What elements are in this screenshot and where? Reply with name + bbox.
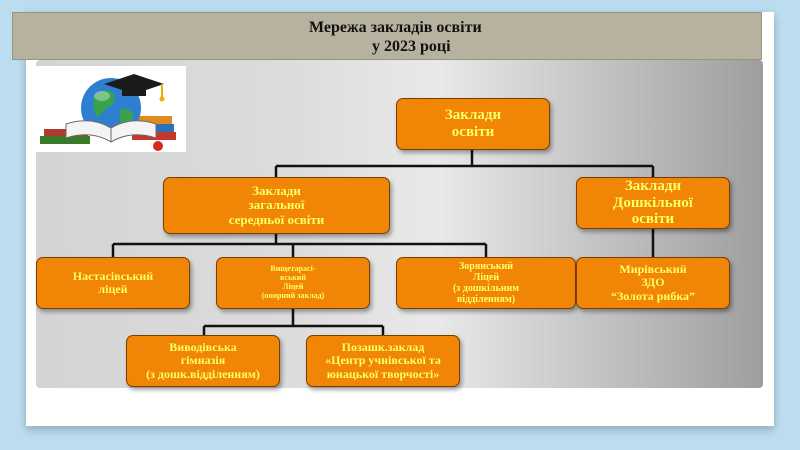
title-bar: Мережа закладів освіти у 2023 році (12, 12, 762, 60)
node-general-secondary-education: Заклади загальної середньої освіти (163, 177, 390, 234)
title-line-1: Мережа закладів освіти (309, 19, 482, 36)
node-vyvodivska-gymnasium: Виводівська гімназія (з дошк.відділенням… (126, 335, 280, 387)
education-logo (36, 66, 186, 152)
node-label: Заклади освіти (444, 107, 502, 140)
node-myrivskyi-preschool: Мирівський ЗДО “Золота рибка” (576, 257, 730, 309)
node-vyshchetarasivskyi-lyceum: Вищетарасі- вський Ліцей (опорний заклад… (216, 257, 370, 309)
node-label: Вищетарасі- вський Ліцей (опорний заклад… (261, 264, 325, 300)
node-label: Заклади Дошкільної освіти (613, 177, 693, 228)
graduation-cap-globe-books-icon (40, 74, 176, 151)
node-label: Настасівський ліцей (72, 268, 154, 296)
node-label: Позашк.заклад «Центр учнівської та юнаць… (325, 339, 441, 381)
node-label: Заклади загальної середньої освіти (228, 182, 325, 227)
title-line-2: у 2023 році (372, 38, 451, 55)
node-zorianskyi-lyceum: Зорянський Ліцей (з дошкільним відділенн… (396, 257, 576, 309)
node-label: Зорянський Ліцей (з дошкільним відділенн… (452, 260, 520, 306)
node-label: Мирівський ЗДО “Золота рибка” (610, 261, 696, 303)
node-preschool-education: Заклади Дошкільної освіти (576, 177, 730, 229)
node-youth-creativity-center: Позашк.заклад «Центр учнівської та юнаць… (306, 335, 460, 387)
node-education-institutions: Заклади освіти (396, 98, 550, 150)
node-label: Виводівська гімназія (з дошк.відділенням… (146, 339, 260, 381)
node-nastasiv-lyceum: Настасівський ліцей (36, 257, 190, 309)
